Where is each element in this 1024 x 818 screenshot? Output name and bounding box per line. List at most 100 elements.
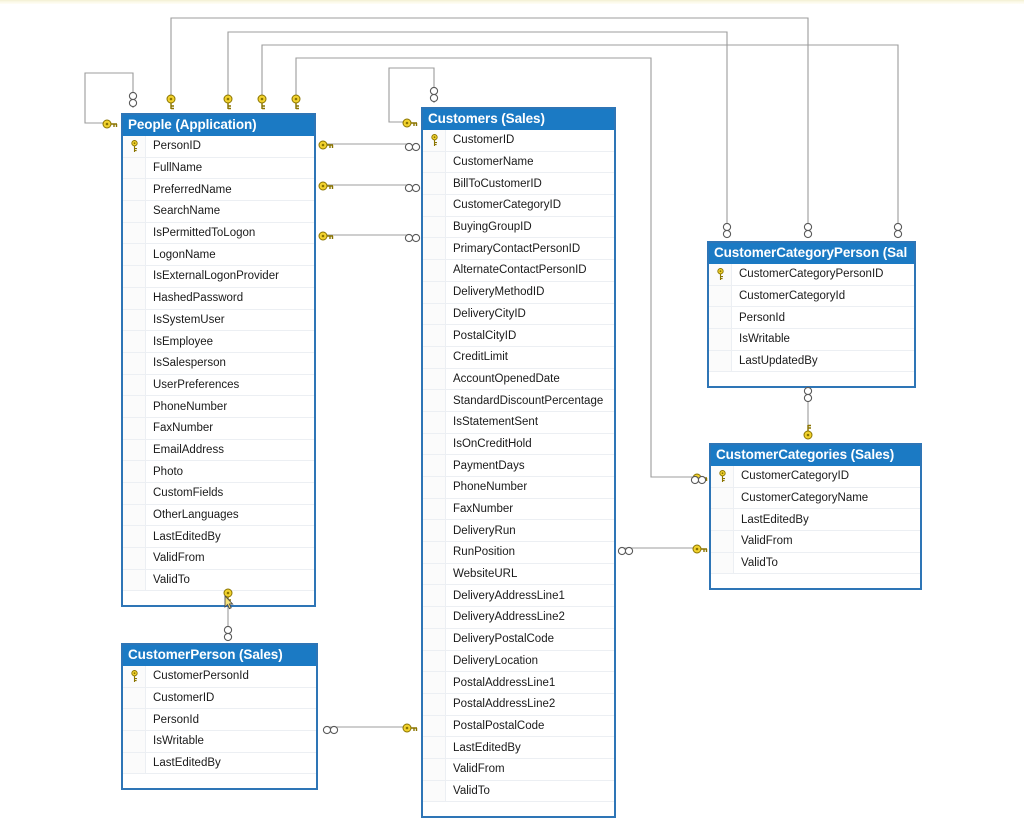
column-row[interactable]: AccountOpenedDate: [423, 368, 614, 391]
column-row[interactable]: BillToCustomerID: [423, 173, 614, 196]
column-row[interactable]: CustomFields: [123, 483, 314, 505]
relationship-many-end-infinity-icon[interactable]: [429, 86, 439, 109]
column-row[interactable]: DeliveryMethodID: [423, 281, 614, 304]
relationship-one-end-key-icon[interactable]: [102, 117, 118, 135]
column-row[interactable]: IsEmployee: [123, 331, 314, 353]
column-row[interactable]: CustomerID: [123, 687, 316, 710]
relationship-many-end-infinity-icon[interactable]: [803, 386, 813, 409]
relationship-many-end-infinity-icon[interactable]: [893, 222, 903, 245]
relationship-one-end-key-icon[interactable]: [256, 94, 268, 115]
column-row[interactable]: IsSystemUser: [123, 309, 314, 332]
relationship-many-end-infinity-icon[interactable]: [404, 180, 422, 198]
column-row[interactable]: IsOnCreditHold: [423, 433, 614, 456]
column-row[interactable]: DeliveryAddressLine1: [423, 585, 614, 608]
relationship-many-end-infinity-icon[interactable]: [617, 543, 635, 561]
column-row[interactable]: PreferredName: [123, 179, 314, 202]
column-row[interactable]: ValidFrom: [423, 758, 614, 781]
table-title-customercategories[interactable]: CustomerCategories (Sales): [711, 445, 920, 466]
column-row[interactable]: CustomerCategoryID: [711, 466, 920, 488]
column-row[interactable]: CustomerCategoryId: [709, 285, 914, 308]
column-row[interactable]: ValidTo: [711, 552, 920, 575]
column-row[interactable]: StandardDiscountPercentage: [423, 390, 614, 412]
column-row[interactable]: LastEditedBy: [711, 509, 920, 532]
table-title-customerperson[interactable]: CustomerPerson (Sales): [123, 645, 316, 666]
relationship-many-end-infinity-icon[interactable]: [404, 139, 422, 157]
table-title-customercategoryperson[interactable]: CustomerCategoryPerson (Sal: [709, 243, 914, 264]
column-row[interactable]: DeliveryRun: [423, 520, 614, 543]
relationship-many-end-infinity-icon[interactable]: [128, 91, 138, 114]
column-row[interactable]: PrimaryContactPersonID: [423, 238, 614, 261]
column-row[interactable]: FullName: [123, 157, 314, 180]
relationship-one-end-key-icon[interactable]: [692, 542, 708, 560]
column-row[interactable]: LastEditedBy: [123, 752, 316, 775]
relationship-one-end-key-icon[interactable]: [402, 116, 418, 134]
relationship-one-end-key-icon[interactable]: [802, 424, 814, 445]
column-row[interactable]: LastUpdatedBy: [709, 350, 914, 373]
column-row[interactable]: EmailAddress: [123, 439, 314, 462]
relationship-many-end-infinity-icon[interactable]: [223, 625, 233, 648]
column-row[interactable]: CustomerCategoryID: [423, 195, 614, 217]
column-row[interactable]: CustomerPersonId: [123, 666, 316, 688]
relationship-one-end-key-icon[interactable]: [222, 94, 234, 115]
column-row[interactable]: BuyingGroupID: [423, 216, 614, 239]
column-row[interactable]: CreditLimit: [423, 346, 614, 369]
table-title-people[interactable]: People (Application): [123, 115, 314, 136]
column-row[interactable]: PhoneNumber: [423, 477, 614, 499]
column-row[interactable]: ValidFrom: [123, 548, 314, 570]
column-row[interactable]: IsWritable: [709, 329, 914, 351]
column-row[interactable]: PostalPostalCode: [423, 715, 614, 738]
column-row[interactable]: PostalCityID: [423, 325, 614, 347]
column-row[interactable]: Photo: [123, 461, 314, 483]
column-row[interactable]: PostalAddressLine1: [423, 672, 614, 694]
column-row[interactable]: LogonName: [123, 244, 314, 267]
table-title-customers[interactable]: Customers (Sales): [423, 109, 614, 130]
column-row[interactable]: LastEditedBy: [123, 526, 314, 549]
column-row[interactable]: PersonID: [123, 136, 314, 158]
column-row[interactable]: PostalAddressLine2: [423, 693, 614, 716]
column-row[interactable]: PersonId: [123, 709, 316, 732]
relationship-many-end-infinity-icon[interactable]: [322, 722, 340, 740]
column-row[interactable]: DeliveryLocation: [423, 650, 614, 673]
column-row[interactable]: FaxNumber: [123, 417, 314, 440]
column-row[interactable]: CustomerName: [423, 151, 614, 174]
column-row[interactable]: DeliveryPostalCode: [423, 628, 614, 651]
column-row[interactable]: WebsiteURL: [423, 563, 614, 586]
column-row[interactable]: IsPermittedToLogon: [123, 222, 314, 245]
column-row[interactable]: DeliveryCityID: [423, 303, 614, 326]
column-row[interactable]: CustomerID: [423, 130, 614, 152]
relationship-many-end-infinity-icon[interactable]: [722, 222, 732, 245]
column-row[interactable]: UserPreferences: [123, 374, 314, 397]
column-row[interactable]: AlternateContactPersonID: [423, 260, 614, 282]
relationship-many-end-infinity-icon[interactable]: [404, 230, 422, 248]
relationship-many-end-infinity-icon[interactable]: [690, 472, 708, 490]
column-row[interactable]: HashedPassword: [123, 287, 314, 310]
column-row[interactable]: PersonId: [709, 307, 914, 330]
relationship-one-end-key-icon[interactable]: [165, 94, 177, 115]
column-row[interactable]: PhoneNumber: [123, 396, 314, 418]
relationship-one-end-key-icon[interactable]: [402, 721, 418, 739]
column-row[interactable]: FaxNumber: [423, 498, 614, 521]
column-row[interactable]: ValidFrom: [711, 531, 920, 553]
relationship-one-end-key-icon[interactable]: [290, 94, 302, 115]
column-row[interactable]: CustomerCategoryName: [711, 487, 920, 510]
column-row[interactable]: PaymentDays: [423, 455, 614, 477]
relationship-one-end-key-icon[interactable]: [318, 138, 334, 156]
column-row[interactable]: IsStatementSent: [423, 411, 614, 434]
column-row[interactable]: ValidTo: [423, 780, 614, 803]
column-row[interactable]: LastEditedBy: [423, 737, 614, 759]
column-row[interactable]: IsSalesperson: [123, 352, 314, 375]
column-row[interactable]: CustomerCategoryPersonID: [709, 264, 914, 286]
relationship-one-end-key-icon[interactable]: [318, 179, 334, 197]
column-row[interactable]: OtherLanguages: [123, 504, 314, 527]
relationship-many-end-infinity-icon[interactable]: [803, 222, 813, 245]
column-row[interactable]: IsWritable: [123, 731, 316, 753]
column-row[interactable]: ValidTo: [123, 569, 314, 592]
column-row[interactable]: DeliveryAddressLine2: [423, 607, 614, 629]
relationship-one-end-key-icon[interactable]: [318, 229, 334, 247]
column-row[interactable]: RunPosition: [423, 542, 614, 564]
